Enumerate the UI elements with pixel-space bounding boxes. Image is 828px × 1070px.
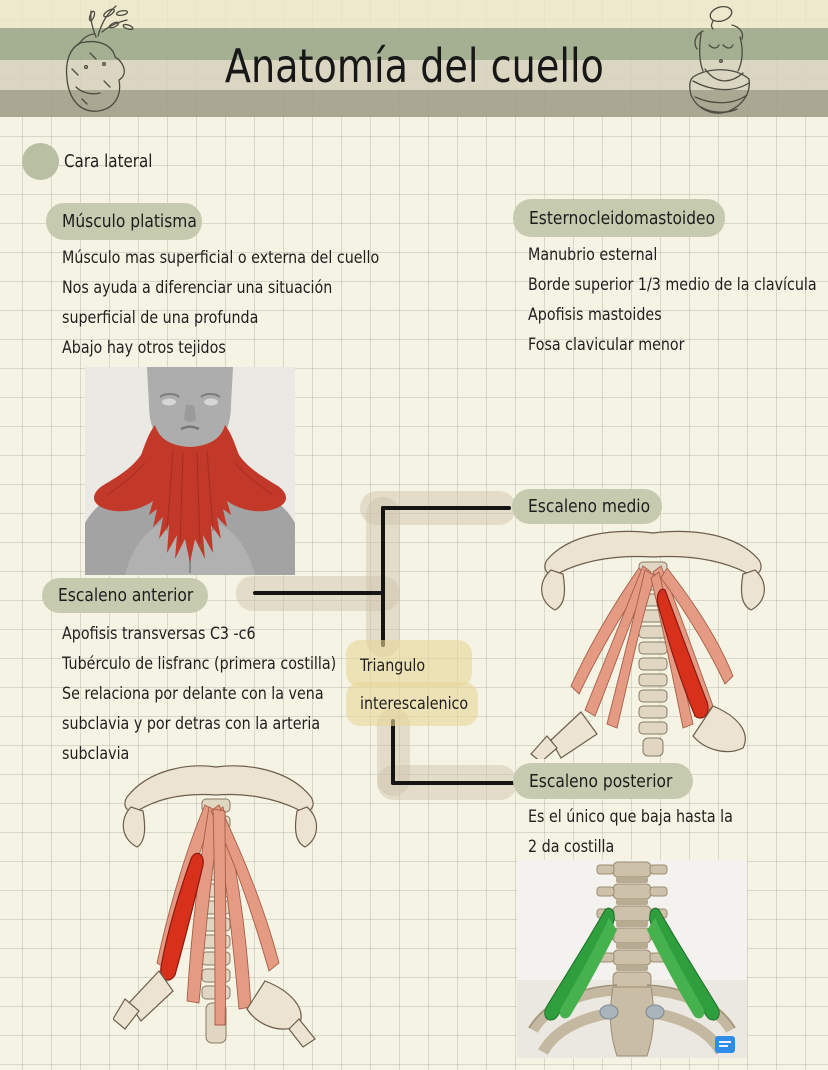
note-line: superficial de una profunda	[62, 308, 259, 328]
header-band-khaki	[0, 90, 828, 117]
note-line: Borde superior 1/3 medio de la clavícula	[528, 275, 817, 295]
page-title: Anatomía del cuello	[224, 39, 604, 93]
note-line: Fosa clavicular menor	[528, 335, 685, 355]
note-line: subclavia y por detras con la arteria	[62, 714, 321, 734]
bullet-dot	[22, 143, 59, 180]
heading-escaleno-posterior: Escaleno posterior	[513, 763, 693, 799]
connector-line-vertical	[381, 506, 385, 647]
heading-musculo-platisma: Músculo platisma	[46, 203, 202, 240]
lead-label: Cara lateral	[64, 151, 153, 172]
heading-esternocleidomastoideo: Esternocleidomastoideo	[513, 199, 725, 237]
escaleno-anterior-notes: Apofisis transversas C3 -c6 Tubérculo de…	[62, 619, 388, 769]
header-band-green	[0, 28, 828, 60]
venus-torso-icon	[689, 5, 750, 114]
note-line: Manubrio esternal	[528, 245, 658, 265]
escaleno-posterior-notes: Es el único que baja hasta la 2 da costi…	[528, 802, 772, 862]
note-line: Nos ayuda a diferenciar una situación	[62, 278, 333, 298]
note-line: Tubérculo de lisfranc (primera costilla)	[62, 654, 337, 674]
note-line: Músculo mas superficial o externa del cu…	[62, 248, 380, 268]
platisma-notes: Músculo mas superficial o externa del cu…	[62, 243, 440, 363]
connector-line-anterior	[253, 591, 385, 595]
heading-escaleno-anterior: Escaleno anterior	[42, 578, 208, 613]
triangulo-label: Triangulo interescalenico	[360, 647, 489, 723]
platysma-muscle-figure	[85, 367, 295, 575]
note-line: 2 da costilla	[528, 837, 615, 857]
connector-line-medio	[381, 506, 511, 510]
note-line: Abajo hay otros tejidos	[62, 338, 226, 358]
note-line: Apofisis mastoides	[528, 305, 662, 325]
connector-line-down	[391, 719, 395, 785]
note-line: Triangulo	[360, 656, 426, 676]
note-line: subclavia	[62, 744, 130, 764]
note-line: interescalenico	[360, 694, 469, 714]
blue-watermark-logo	[715, 1036, 735, 1053]
triangulo-highlight	[346, 682, 478, 726]
connector-line-posterior	[391, 781, 515, 785]
triangulo-highlight	[346, 640, 472, 687]
header-band-cream	[0, 0, 828, 28]
note-line: Apofisis transversas C3 -c6	[62, 624, 256, 644]
broken-torso-plant-icon	[65, 5, 134, 112]
neck-deep-muscles-red-right	[530, 530, 765, 759]
heading-escaleno-medio: Escaleno medio	[512, 489, 662, 524]
note-line: Se relaciona por delante con la vena	[62, 684, 324, 704]
neck-deep-muscles-red-left	[113, 765, 318, 1048]
esternocleidomastoideo-notes: Manubrio esternal Borde superior 1/3 med…	[528, 240, 828, 360]
note-line: Es el único que baja hasta la	[528, 807, 733, 827]
posterior-scalene-green-3d	[517, 860, 747, 1058]
